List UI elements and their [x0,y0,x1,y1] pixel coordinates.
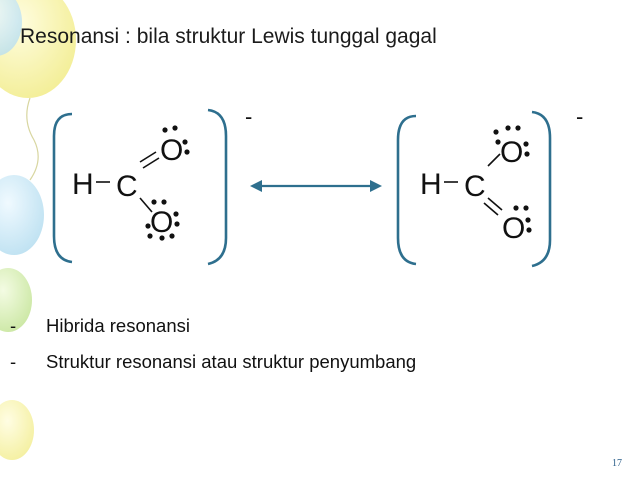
bond-single-c-o-bottom-left [139,197,153,213]
bond-double-c-o-bottom-b [483,202,499,216]
atom-o-top-right: O [500,136,523,169]
balloon-yellow-bottom [0,400,34,460]
bullet-item-hybrid: - Hibrida resonansi [10,315,416,351]
slide-title: Resonansi : bila struktur Lewis tunggal … [20,25,437,48]
bullet-text: Hibrida resonansi [46,315,190,336]
balloon-green-mid [0,268,32,332]
bullet-item-contributing-structures: - Struktur resonansi atau struktur penyum… [10,351,416,387]
bond-double-c-o-bottom-a [487,197,503,211]
atom-o-bottom-left: O [150,206,173,239]
charge-right: - [576,104,583,129]
bracket-left-close [207,108,228,266]
balloon-string [26,97,39,181]
bond-double-c-o-top-a [139,151,157,163]
atom-c-right: C [464,170,486,203]
bracket-left-open [52,112,73,264]
bond-single-c-o-top-right [487,153,501,167]
resonance-structure-left: - H C O O [52,104,252,266]
lone-pairs-right [493,125,532,233]
resonance-arrow [250,180,382,192]
atom-c-left: C [116,170,138,203]
bullet-text: Struktur resonansi atau struktur penyumb… [46,351,417,372]
bullet-dash: - [10,315,17,336]
bracket-right-open [396,114,417,266]
bullet-list: - Hibrida resonansi - Struktur resonansi a… [10,315,416,387]
resonance-structure-right: - H C O O [396,104,583,268]
balloon-blue-mid [0,175,44,255]
charge-left: - [245,104,252,129]
atom-h-right: H [420,168,442,201]
atom-h-left: H [72,168,94,201]
bracket-right-close [531,110,552,268]
bullet-dash: - [10,351,17,372]
bond-double-c-o-top-b [142,157,160,169]
page-number: 17 [612,458,622,469]
lone-pairs-left [145,125,190,241]
resonance-diagram: - H C O O - H C [52,104,583,268]
balloon-blue-top [0,0,22,56]
atom-o-bottom-right: O [502,212,525,245]
atom-o-top-left: O [160,134,183,167]
